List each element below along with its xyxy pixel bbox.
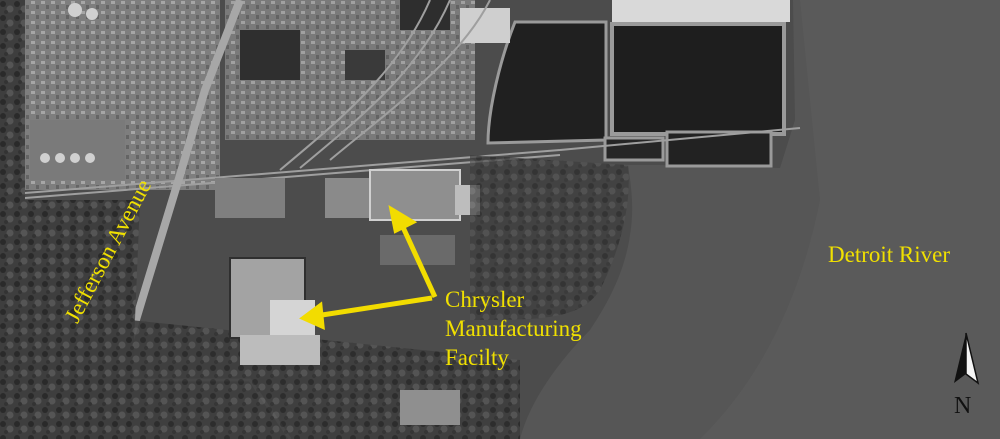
vegetation-left [0, 200, 140, 439]
dark-bldg-right [400, 0, 450, 30]
arrow-head-north [388, 204, 418, 234]
pond-lower-west [603, 136, 665, 162]
facility-arrows [299, 204, 438, 331]
pond-north [610, 22, 786, 136]
north-arrow-icon [954, 332, 980, 385]
parking-lot-1 [215, 178, 285, 218]
facility-building-north [369, 169, 461, 221]
pond-lower-east [665, 130, 773, 168]
arrow-shaft-west [321, 295, 433, 318]
lower-patch [400, 390, 460, 425]
bright-lot [460, 8, 510, 43]
arrow-head-west [299, 301, 325, 331]
river-light [700, 0, 1000, 439]
rail-lines [0, 0, 801, 201]
vegetation-top-left [0, 0, 25, 200]
facility-label-line-1: Chrysler [445, 287, 525, 312]
dark-building-2 [345, 50, 385, 80]
parking-lot-2 [325, 178, 370, 218]
tanks [40, 3, 98, 163]
facility-yard [240, 335, 320, 365]
tank-farm [30, 120, 125, 180]
pond-top-bright [612, 0, 790, 22]
facility-label-line-2: Manufacturing [445, 316, 582, 341]
facility-label: Chrysler Manufacturing Facilty [445, 285, 582, 372]
north-letter: N [954, 393, 972, 419]
facility-label-line-3: Facilty [445, 345, 509, 370]
river-label: Detroit River [828, 242, 950, 267]
dark-building-1 [240, 30, 300, 80]
arrow-shaft-north [399, 223, 438, 299]
peninsula-grass [470, 155, 629, 320]
